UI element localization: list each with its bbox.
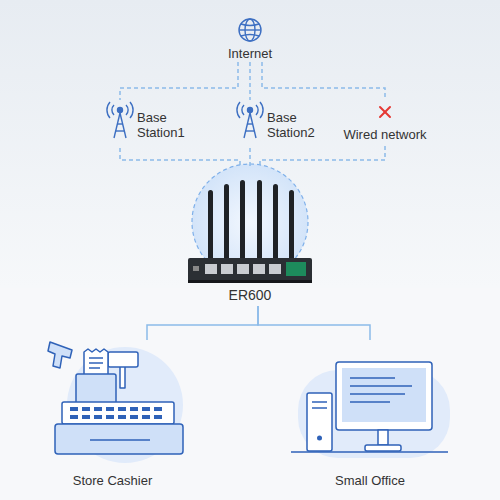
node-label: Store Cashier bbox=[35, 473, 190, 488]
cashier-illustration bbox=[48, 342, 183, 463]
base-station-node: Base Station2 bbox=[235, 100, 335, 148]
link-line bbox=[249, 148, 251, 166]
wired-network-node: Wired network bbox=[335, 100, 435, 146]
link-line bbox=[147, 306, 258, 340]
node-label: Internet bbox=[212, 46, 288, 61]
base-station-node: Base Station1 bbox=[105, 100, 205, 148]
node-label: Small Office bbox=[290, 473, 450, 488]
top-background bbox=[0, 0, 500, 288]
office-illustration bbox=[291, 362, 450, 458]
bottom-background bbox=[0, 288, 500, 500]
link-line bbox=[260, 146, 385, 166]
link-line bbox=[258, 306, 370, 340]
link-line bbox=[120, 62, 238, 100]
node-label: Base Station1 bbox=[137, 110, 199, 140]
node-label: Base Station2 bbox=[267, 110, 329, 140]
router-antennas bbox=[208, 180, 294, 260]
link-line bbox=[249, 62, 251, 100]
router-body bbox=[188, 258, 312, 283]
small-office-node: Small Office bbox=[290, 340, 450, 490]
link-line bbox=[120, 148, 240, 166]
failure-cross bbox=[380, 107, 390, 117]
internet-node: Internet bbox=[212, 12, 288, 62]
link-line bbox=[262, 62, 385, 100]
store-cashier-node: Store Cashier bbox=[35, 340, 190, 490]
node-label: Wired network bbox=[335, 127, 435, 142]
globe-icon bbox=[239, 19, 261, 41]
router-node: ER600 bbox=[190, 166, 310, 306]
node-label: ER600 bbox=[190, 288, 310, 303]
antenna-icon bbox=[237, 102, 263, 138]
antenna-icon bbox=[107, 102, 133, 138]
